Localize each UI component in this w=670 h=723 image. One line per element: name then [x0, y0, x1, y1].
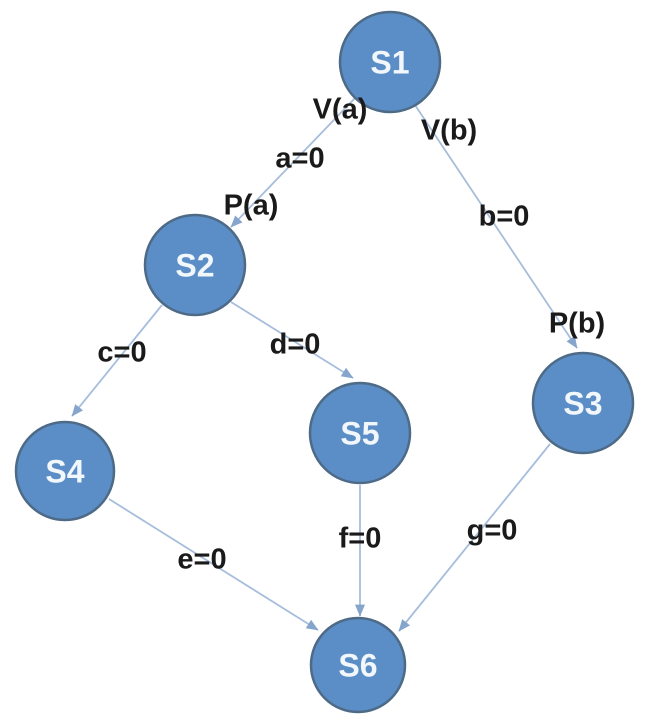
edge-label-a-0: a=0 — [275, 142, 324, 174]
node-s6: S6 — [309, 616, 407, 714]
node-s2-circle — [143, 213, 247, 317]
edge-s3-s6 — [398, 443, 551, 632]
node-s4: S4 — [14, 420, 116, 522]
edge-label-e-0: e=0 — [177, 543, 226, 575]
edge-label-g-0: g=0 — [467, 514, 518, 546]
edge-s1-s2 — [230, 97, 356, 228]
edge-s2-s4 — [71, 304, 163, 417]
node-s4-label: S4 — [45, 454, 84, 490]
edge-label-f-0: f=0 — [339, 522, 382, 554]
node-s1-label: S1 — [370, 45, 409, 81]
node-s3: S3 — [531, 351, 635, 455]
node-s6-circle — [309, 616, 407, 714]
edge-label-c-0: c=0 — [97, 336, 146, 368]
edge-s1-s3 — [414, 104, 578, 349]
edge-label-d-0: d=0 — [270, 328, 321, 360]
node-s5-circle — [308, 381, 412, 485]
node-s1-circle — [338, 10, 442, 114]
node-s5: S5 — [308, 381, 412, 485]
edge-s2-s5 — [230, 301, 354, 379]
node-s4-circle — [14, 420, 116, 522]
node-s3-label: S3 — [563, 386, 602, 422]
node-s3-circle — [531, 351, 635, 455]
edge-s4-s6 — [108, 498, 319, 631]
node-s1: S1 — [338, 10, 442, 114]
node-s2: S2 — [143, 213, 247, 317]
node-s2-label: S2 — [175, 248, 214, 284]
edge-label-p-b: P(b) — [549, 307, 605, 339]
edge-label-b-0: b=0 — [479, 200, 530, 232]
node-s6-label: S6 — [338, 648, 377, 684]
edge-label-p-a: P(a) — [224, 189, 279, 221]
edge-label-v-a: V(a) — [313, 93, 368, 125]
edge-label-v-b: V(b) — [421, 114, 477, 146]
node-s5-label: S5 — [340, 416, 379, 452]
